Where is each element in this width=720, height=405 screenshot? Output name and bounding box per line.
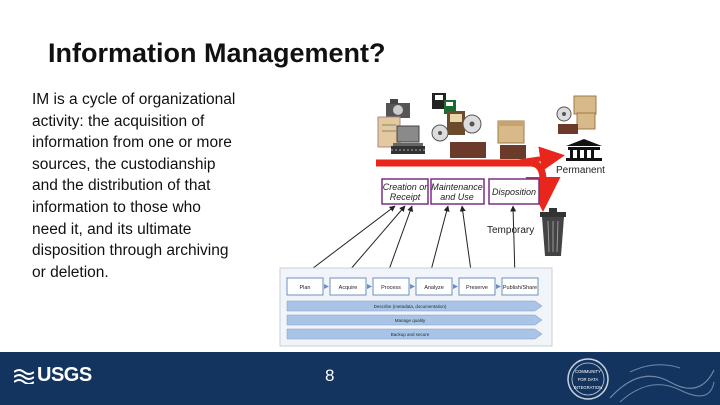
lifecycle-step-box (415, 277, 453, 296)
lifecycle-lane-label: Describe (metadata, documentation) (374, 304, 447, 309)
lifecycle-step-arrow (453, 284, 458, 289)
usgs-wave-icon (14, 368, 34, 384)
cdi-stamp: COMMUNITY FOR DATA INTEGRATION (567, 358, 609, 400)
usgs-logo: USGS (14, 364, 92, 387)
lifecycle-step-label: Analyze (424, 285, 444, 291)
data-lifecycle-panel: Plan Acquire Process Analyze Preserve Publish… (279, 267, 553, 347)
floppy-disk-icon (432, 93, 456, 114)
lifecycle-lane-arrow (286, 300, 543, 312)
stage-maintenance-box (430, 178, 485, 205)
lifecycle-step-label: Acquire (339, 285, 358, 291)
lifecycle-step-arrow (324, 284, 329, 289)
lifecycle-lane-arrow (286, 328, 543, 340)
archive-boxes-icon (556, 95, 597, 134)
lifecycle-lane-arrow (286, 314, 543, 326)
slide-title: Information Management? (48, 38, 386, 68)
lifecycle-step-arrow (496, 284, 501, 289)
lifecycle-step-box (458, 277, 496, 296)
lifecycle-lane-label: Manage quality (395, 318, 426, 323)
trash-can-icon (540, 208, 566, 256)
page-number: 8 (325, 366, 335, 385)
lifecycle-step-label: Publish/Share (503, 285, 537, 291)
stamp-line-2: FOR DATA (578, 377, 599, 382)
lifecycle-step-box (372, 277, 410, 296)
lifecycle-lane-label: Backup and secure (391, 332, 430, 337)
lifecycle-step-box (501, 277, 539, 296)
film-strip-icon (391, 146, 425, 154)
lifecycle-step-arrow (410, 284, 415, 289)
lifecycle-step-box (286, 277, 324, 296)
lifecycle-step-label: Preserve (466, 285, 488, 291)
film-reel-icon (431, 114, 482, 142)
footer-bar: USGS 8 COMMUNITY FOR DATA INTEGRATION (0, 352, 720, 405)
stage-disposition-box (488, 178, 540, 205)
computer-icon (393, 125, 423, 149)
storage-boxes-icon (450, 120, 526, 159)
lifecycle-step-arrow (367, 284, 372, 289)
camera-icon (386, 99, 410, 118)
stamp-line-1: COMMUNITY (575, 369, 601, 374)
stage-creation-box (381, 178, 429, 205)
stage-disposition-label: Disposition (492, 187, 536, 197)
archive-building-icon (566, 139, 602, 161)
decorative-swirl (609, 364, 715, 403)
temporary-label: Temporary (487, 225, 534, 236)
slide-body-text: IM is a cycle of organizational activity… (32, 91, 236, 281)
permanent-label: Permanent (556, 165, 605, 176)
lifecycle-step-label: Plan (299, 285, 310, 291)
usgs-logo-text: USGS (37, 364, 92, 386)
lifecycle-step-box (329, 277, 367, 296)
lifecycle-step-label: Process (381, 285, 401, 291)
records-box-icon (447, 111, 465, 135)
stamp-line-3: INTEGRATION (574, 385, 602, 390)
connector-arrows (299, 205, 517, 279)
